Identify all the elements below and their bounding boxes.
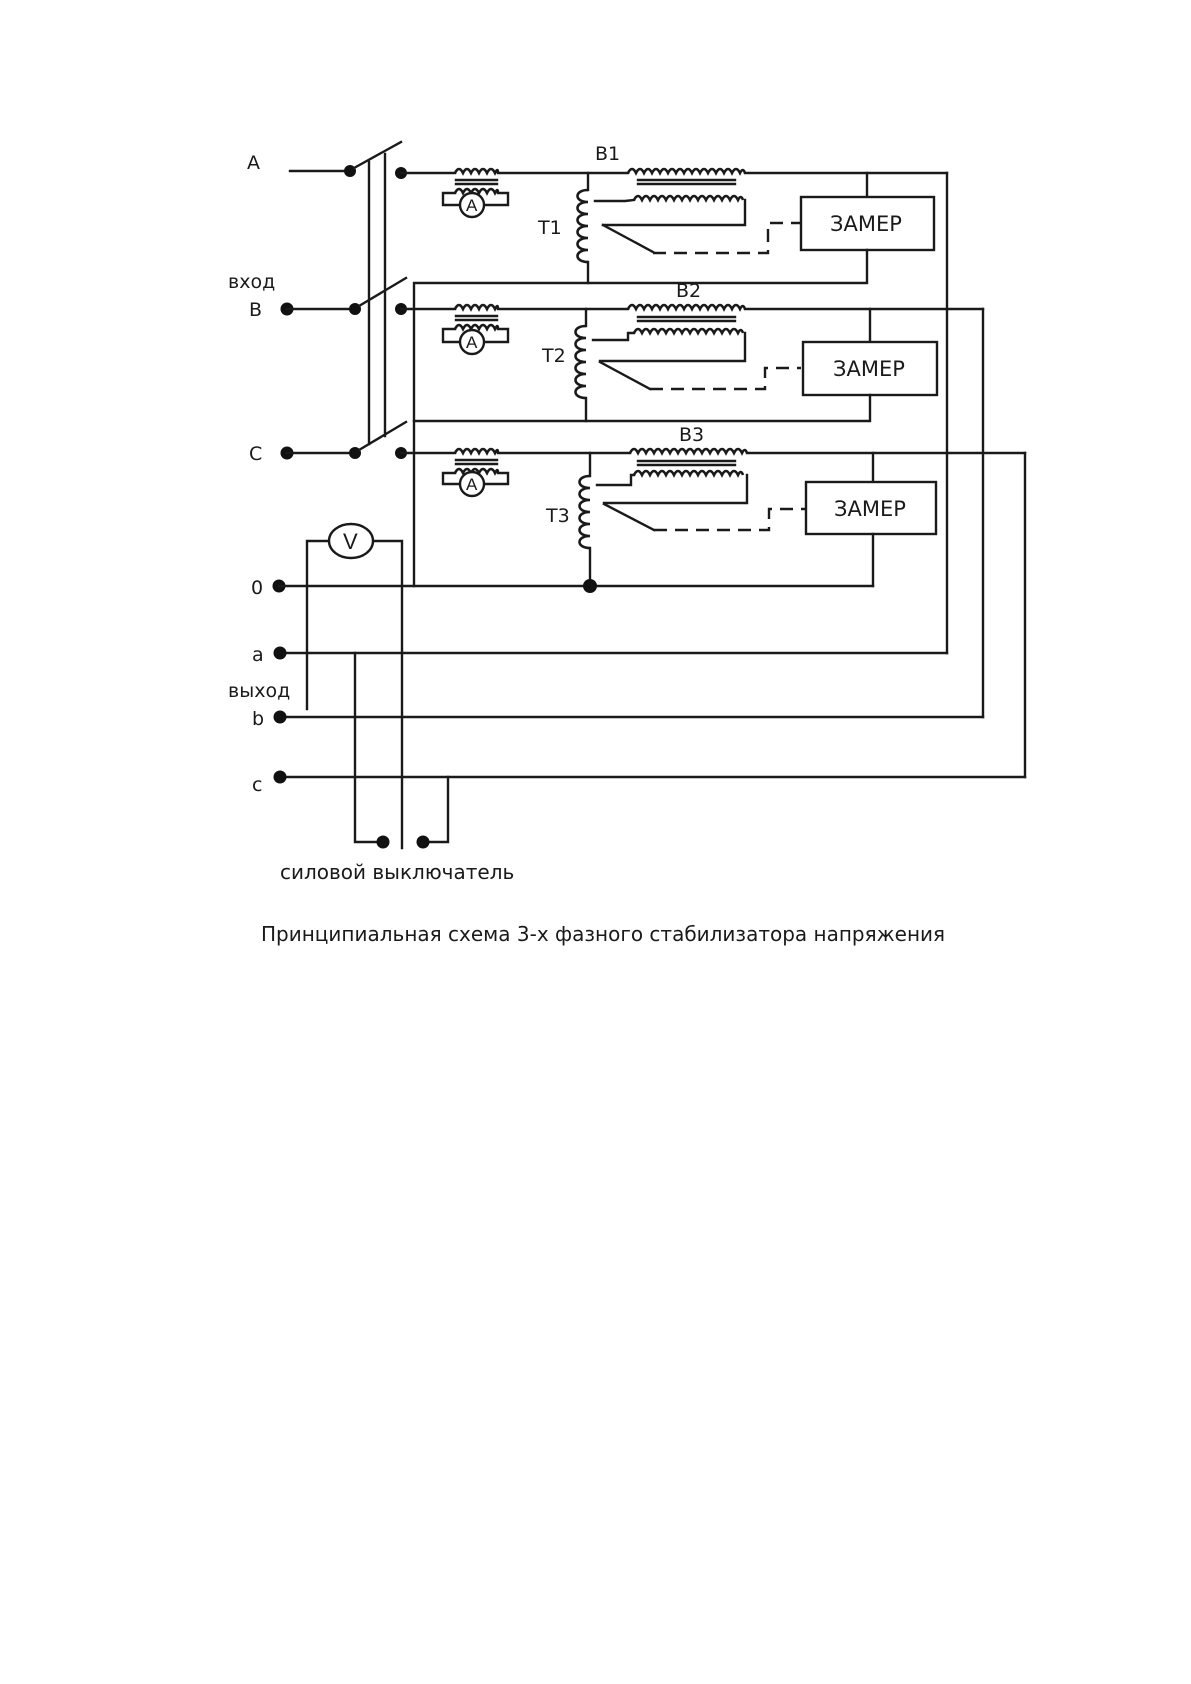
ammeter-C bbox=[458, 470, 486, 498]
tap-wiper-T3[interactable] bbox=[602, 502, 656, 532]
breaker-label: силовой выключатель bbox=[280, 860, 514, 884]
ammeter-A bbox=[458, 191, 486, 219]
booster-secondary-B3 bbox=[632, 469, 745, 478]
ammeter-label-A: A bbox=[466, 196, 478, 215]
measure-box-3 bbox=[804, 480, 938, 536]
input-group-label: вход bbox=[228, 271, 275, 293]
autotransformer-coil-T2 bbox=[574, 324, 587, 400]
switch-blade-B bbox=[357, 276, 408, 308]
terminal-c[interactable] bbox=[273, 770, 287, 784]
autotransformer-coil-T1 bbox=[576, 188, 589, 264]
output-label-b: b bbox=[252, 708, 264, 730]
voltmeter-label: V bbox=[343, 529, 358, 554]
current-transformer-A bbox=[441, 167, 510, 207]
input-terminals: A вход B C 0 bbox=[228, 152, 294, 599]
booster-primary-B3 bbox=[628, 447, 749, 456]
control-link-1 bbox=[653, 221, 801, 255]
phase-B: A T2 B2 ЗАМЕР bbox=[399, 280, 985, 719]
input-switch[interactable] bbox=[285, 140, 408, 459]
booster-label-B1: B1 bbox=[595, 143, 620, 165]
control-link-2 bbox=[650, 366, 801, 391]
tap-wiper-T1[interactable] bbox=[601, 223, 655, 254]
measure-box-2 bbox=[801, 340, 939, 397]
neutral-node bbox=[583, 579, 597, 593]
ammeter-B bbox=[458, 328, 486, 356]
output-terminals: a выход b c bbox=[228, 644, 1027, 796]
voltmeter bbox=[327, 522, 375, 560]
autotransformer-coil-T3 bbox=[578, 474, 591, 550]
input-label-B: B bbox=[249, 299, 262, 321]
tap-wiper-T2[interactable] bbox=[598, 360, 652, 391]
diagram-title: Принципиальная схема 3-х фазного стабили… bbox=[261, 922, 945, 946]
terminal-a[interactable] bbox=[273, 646, 287, 660]
input-label-neutral: 0 bbox=[251, 577, 263, 599]
measure-box-label-3: ЗАМЕР bbox=[834, 497, 906, 521]
control-link-3 bbox=[654, 507, 806, 532]
current-transformer-B bbox=[441, 303, 510, 344]
autotransformer-label-T1: T1 bbox=[537, 217, 562, 239]
switch-blade-A bbox=[352, 140, 403, 170]
autotransformer-label-T3: T3 bbox=[545, 505, 570, 527]
measure-box-label-1: ЗАМЕР bbox=[830, 212, 902, 236]
breaker-contact-right bbox=[416, 835, 430, 849]
ammeter-label-B: A bbox=[466, 333, 478, 352]
phase-A: A T1 B1 ЗАМЕР bbox=[399, 143, 949, 655]
booster-primary-B2 bbox=[626, 303, 747, 312]
input-label-C: C bbox=[249, 443, 262, 465]
switch-blade-C bbox=[357, 420, 408, 452]
ammeter-label-C: A bbox=[466, 475, 478, 494]
terminal-b[interactable] bbox=[273, 710, 287, 724]
input-label-A: A bbox=[247, 152, 260, 174]
booster-label-B2: B2 bbox=[676, 280, 701, 302]
output-label-c: c bbox=[252, 774, 262, 796]
voltmeter-branch: V bbox=[305, 522, 404, 850]
measure-box-1 bbox=[799, 195, 936, 252]
autotransformer-label-T2: T2 bbox=[541, 345, 566, 367]
booster-secondary-B2 bbox=[632, 327, 745, 336]
booster-primary-B1 bbox=[626, 167, 747, 176]
output-label-a: a bbox=[252, 644, 264, 666]
neutral-bus bbox=[277, 579, 875, 593]
booster-secondary-B1 bbox=[632, 194, 745, 203]
power-breaker[interactable]: силовой выключатель bbox=[280, 651, 514, 884]
breaker-contact-left bbox=[376, 835, 390, 849]
measure-box-label-2: ЗАМЕР bbox=[833, 357, 905, 381]
booster-label-B3: B3 bbox=[679, 424, 704, 446]
phase-C: A T3 B3 ЗАМЕР bbox=[399, 424, 1027, 779]
output-group-label: выход bbox=[228, 680, 290, 702]
